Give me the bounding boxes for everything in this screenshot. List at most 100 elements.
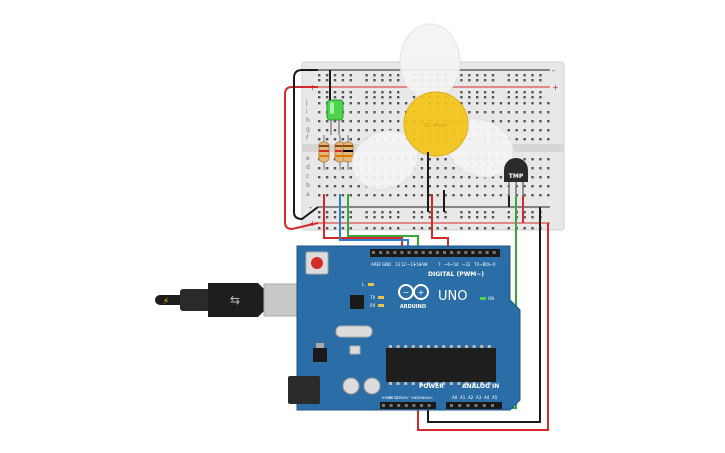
digital-pin-label-9: ~9 bbox=[419, 262, 425, 267]
chip-pin bbox=[419, 382, 423, 385]
breadboard-hole bbox=[420, 176, 424, 179]
rail-hole bbox=[412, 227, 416, 230]
arduino-logo: − + ARDUINO bbox=[398, 284, 429, 310]
breadboard-hole bbox=[539, 120, 542, 123]
digital-pin-label-10: ~10 bbox=[413, 262, 422, 267]
header-pin bbox=[482, 404, 486, 407]
aref-label: AREF bbox=[371, 262, 382, 267]
chip-pin bbox=[404, 382, 408, 385]
small-capacitor bbox=[349, 345, 361, 355]
wire-blue-pin[interactable] bbox=[339, 194, 409, 250]
breadboard-hole bbox=[318, 138, 321, 141]
breadboard-hole bbox=[389, 120, 392, 123]
temperature-sensor[interactable]: TMP bbox=[504, 158, 528, 196]
breadboard-hole bbox=[404, 185, 408, 188]
rail-hole bbox=[491, 227, 495, 230]
rail-hole bbox=[365, 227, 368, 230]
resistor-1[interactable] bbox=[318, 135, 330, 170]
breadboard-hole bbox=[333, 194, 337, 197]
breadboard-hole bbox=[491, 111, 495, 114]
breadboard-hole bbox=[460, 185, 463, 188]
power-pin-5v: 5V bbox=[404, 396, 409, 400]
rail-hole bbox=[483, 96, 487, 99]
wire-black-gnd[interactable] bbox=[427, 207, 541, 423]
breadboard-hole bbox=[515, 120, 518, 123]
arduino-brand: ARDUINO bbox=[400, 304, 426, 310]
header-pin bbox=[404, 404, 408, 407]
usb-cable[interactable]: ⇆ ⚡ bbox=[155, 283, 305, 317]
rail-hole bbox=[349, 91, 352, 94]
chip-pin bbox=[487, 345, 491, 348]
wire-red-led-pin[interactable] bbox=[323, 194, 403, 250]
chip-pin bbox=[411, 345, 415, 348]
rail-hole bbox=[389, 91, 392, 94]
power-header[interactable] bbox=[380, 402, 436, 409]
dc-power-jack[interactable] bbox=[288, 376, 320, 404]
analog-pin-a3: A3 bbox=[476, 395, 482, 400]
atmega-chip bbox=[386, 348, 496, 382]
rail-hole bbox=[444, 211, 447, 214]
wire-red-rail-link[interactable] bbox=[284, 86, 319, 231]
header-pin bbox=[428, 251, 432, 254]
rail-hole bbox=[341, 74, 345, 77]
digital-header[interactable] bbox=[370, 249, 500, 257]
digital-pwm-label: DIGITAL (PWM~) bbox=[428, 271, 484, 278]
digital-pin-label-4: 4 bbox=[456, 262, 459, 267]
breadboard-hole bbox=[357, 138, 360, 141]
rail-hole bbox=[341, 91, 345, 94]
rail-hole bbox=[349, 227, 352, 230]
wire-red-5v[interactable] bbox=[417, 223, 549, 431]
rail-hole bbox=[341, 211, 345, 214]
reset-button-cap[interactable] bbox=[311, 257, 323, 269]
rail-hole bbox=[436, 216, 439, 219]
breadboard-hole bbox=[333, 120, 337, 123]
dc-motor-fan[interactable]: DC Motor bbox=[342, 23, 522, 200]
usb-strain-relief bbox=[180, 289, 210, 311]
breadboard-hole bbox=[539, 176, 542, 179]
rail-hole bbox=[483, 211, 487, 214]
rail-hole bbox=[420, 227, 424, 230]
rail-hole bbox=[389, 211, 392, 214]
chip-pin bbox=[487, 382, 491, 385]
rail-hole bbox=[531, 216, 534, 219]
breadboard-hole bbox=[325, 176, 329, 179]
breadboard-hole bbox=[499, 176, 503, 179]
arduino-uno[interactable]: 13 12 ~11 ~10 ~9 8 7 ~6 ~5 4 ~3 2 TX→1 R… bbox=[288, 245, 521, 411]
row-labels: j i h g f e d c b a bbox=[305, 99, 310, 198]
breadboard-hole bbox=[428, 167, 431, 170]
row-label-c: c bbox=[306, 173, 309, 180]
rail-hole bbox=[365, 211, 368, 214]
breadboard-hole bbox=[373, 129, 376, 132]
rail-minus-label-top-right: - bbox=[552, 66, 555, 75]
analog-header[interactable] bbox=[446, 402, 502, 409]
breadboard-hole bbox=[547, 102, 550, 105]
wire-black-rail-link[interactable] bbox=[293, 69, 319, 221]
rail-hole bbox=[389, 227, 392, 230]
rail-hole bbox=[491, 79, 495, 82]
breadboard-hole bbox=[531, 167, 534, 170]
breadboard-hole bbox=[349, 129, 352, 132]
rail-hole bbox=[325, 216, 329, 219]
breadboard-hole bbox=[318, 111, 321, 114]
breadboard-hole bbox=[491, 194, 495, 197]
breadboard-hole bbox=[539, 111, 542, 114]
analog-pin-a4: A4 bbox=[484, 395, 490, 400]
resistor-3[interactable] bbox=[342, 135, 354, 170]
breadboard-hole bbox=[491, 185, 495, 188]
breadboard-hole bbox=[547, 120, 550, 123]
row-label-j: j bbox=[305, 99, 308, 106]
rail-hole bbox=[373, 79, 376, 82]
breadboard-hole bbox=[539, 102, 542, 105]
breadboard-hole bbox=[381, 102, 384, 105]
tmp-body bbox=[504, 158, 528, 182]
wire-red-motor-pin[interactable] bbox=[431, 194, 449, 250]
breadboard-hole bbox=[428, 176, 431, 179]
wire-green-pin[interactable] bbox=[347, 194, 419, 250]
breadboard-hole bbox=[333, 185, 337, 188]
on-led-label: ON bbox=[488, 296, 494, 301]
rail-hole bbox=[318, 227, 321, 230]
breadboard-hole bbox=[341, 129, 345, 132]
led[interactable] bbox=[326, 99, 344, 135]
breadboard-hole bbox=[325, 138, 329, 141]
resistor-2-band-3 bbox=[335, 155, 345, 157]
